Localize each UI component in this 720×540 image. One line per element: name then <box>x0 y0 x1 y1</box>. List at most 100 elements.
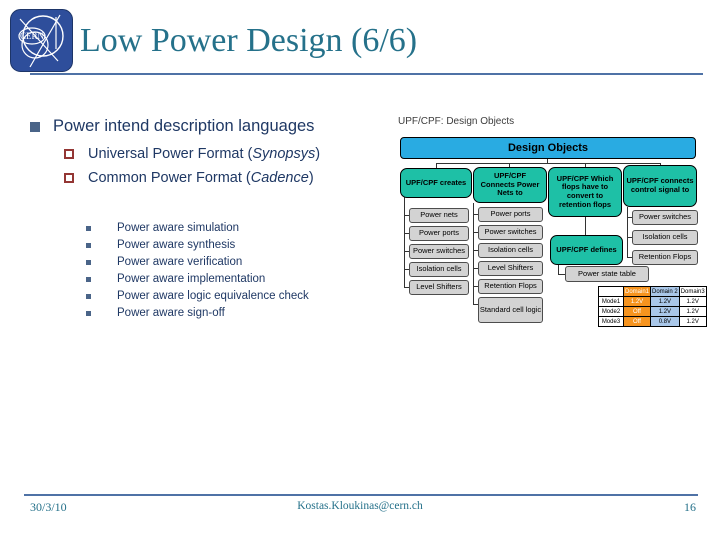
table-header-cell: Domain 2 <box>650 286 680 297</box>
connector-line <box>436 163 437 171</box>
table-row: Mode1 1.2V 1.2V 1.2V <box>598 296 707 307</box>
diagram-leaf-node: Level Shifters <box>409 280 469 295</box>
connector-line <box>627 237 632 238</box>
diagram-leaf-node: Level Shifters <box>478 261 543 276</box>
connector-line <box>404 251 409 252</box>
connector-line <box>404 197 405 288</box>
diagram-parent-node: UPF/CPF connects control signal to <box>623 165 697 207</box>
bullet-level1: Power intend description languages <box>30 117 314 136</box>
square-bullet-icon <box>86 259 91 265</box>
diagram-leaf-node: Power switches <box>478 225 543 240</box>
bullet-level3: Power aware implementation <box>86 273 265 285</box>
table-cell: Off <box>622 316 652 327</box>
table-header-cell: Domain1 <box>622 286 652 297</box>
bullet-text: Power aware logic equivalence check <box>117 290 309 302</box>
diagram-root-node: Design Objects <box>400 137 696 159</box>
bullet-level3: Power aware sign-off <box>86 307 225 319</box>
connector-line <box>404 287 409 288</box>
footer-email: Kostas.Kloukinas@cern.ch <box>297 500 423 512</box>
diagram-leaf-node: Retention Flops <box>632 250 698 265</box>
connector-line <box>473 203 474 304</box>
connector-line <box>558 274 565 275</box>
table-row: Mode2 Off 1.2V 1.2V <box>598 306 707 317</box>
diagram-leaf-node: Power ports <box>409 226 469 241</box>
table-cell: Off <box>622 306 652 317</box>
connector-line <box>473 250 478 251</box>
diagram-parent-node: UPF/CPF Which flops have to convert to r… <box>548 167 622 217</box>
connector-line <box>436 163 661 164</box>
table-cell: 0.8V <box>650 316 680 327</box>
upf-cpf-diagram: UPF/CPF: Design Objects Design Obj <box>396 116 710 332</box>
connector-line <box>473 214 478 215</box>
footer-page-number: 16 <box>684 500 696 514</box>
diagram-leaf-node: Standard cell logic <box>478 297 543 323</box>
table-row: Domain1 Domain 2 Domain3 <box>598 286 707 297</box>
logo-text: CERN <box>20 31 45 41</box>
table-row-label: Mode3 <box>598 316 624 327</box>
bullet-text: Power aware verification <box>117 256 243 268</box>
diagram-caption: UPF/CPF: Design Objects <box>398 116 515 127</box>
table-row-label: Mode1 <box>598 296 624 307</box>
hollow-square-bullet-icon <box>64 173 74 183</box>
table-row: Mode3 Off 0.8V 1.2V <box>598 316 707 327</box>
connector-line <box>473 268 478 269</box>
diagram-parent-node: UPF/CPF creates <box>400 168 472 198</box>
footer-date: 30/3/10 <box>30 500 67 514</box>
square-bullet-icon <box>30 121 40 132</box>
bullet-level3: Power aware synthesis <box>86 239 235 251</box>
square-bullet-icon <box>86 276 91 282</box>
hollow-square-bullet-icon <box>64 149 74 159</box>
connector-line <box>585 217 586 235</box>
diagram-parent-node: UPF/CPF Connects Power Nets to <box>473 167 547 203</box>
connector-line <box>627 217 632 218</box>
square-bullet-icon <box>86 293 91 299</box>
power-state-table: Domain1 Domain 2 Domain3 Mode1 1.2V 1.2V… <box>598 286 707 327</box>
title-divider <box>30 73 703 75</box>
diagram-leaf-node: Power switches <box>409 244 469 259</box>
diagram-leaf-node: Power ports <box>478 207 543 222</box>
bullet-text: Universal Power Format (Synopsys) <box>88 146 321 162</box>
footer-divider <box>24 494 698 496</box>
table-row-label: Mode2 <box>598 306 624 317</box>
bullet-text: Power intend description languages <box>53 117 315 135</box>
table-cell: 1.2V <box>622 296 652 307</box>
table-header-cell <box>598 286 624 297</box>
diagram-defines-node: UPF/CPF defines <box>550 235 623 265</box>
bullet-text: Power aware synthesis <box>117 239 236 251</box>
table-cell: 1.2V <box>678 296 707 307</box>
connector-line <box>473 304 478 305</box>
diagram-leaf-node: Retention Flops <box>478 279 543 294</box>
square-bullet-icon <box>86 242 91 248</box>
bullet-level3: Power aware verification <box>86 256 242 268</box>
diagram-leaf-node: Isolation cells <box>409 262 469 277</box>
bullet-text: Common Power Format (Cadence) <box>88 170 314 186</box>
connector-line <box>473 286 478 287</box>
square-bullet-icon <box>86 225 91 231</box>
connector-line <box>404 215 409 216</box>
diagram-leaf-node: Isolation cells <box>632 230 698 245</box>
power-state-table-node: Power state table <box>565 266 649 282</box>
diagram-leaf-node: Isolation cells <box>478 243 543 258</box>
slide-title: Low Power Design (6/6) <box>80 22 418 59</box>
bullet-text: Power aware simulation <box>117 222 240 234</box>
connector-line <box>404 233 409 234</box>
connector-line <box>558 265 559 274</box>
connector-line <box>473 232 478 233</box>
bullet-level2: Common Power Format (Cadence) <box>64 170 314 186</box>
table-cell: 1.2V <box>678 316 707 327</box>
cern-logo-icon: CERN <box>10 9 73 72</box>
table-header-cell: Domain3 <box>678 286 707 297</box>
bullet-text: Power aware implementation <box>117 273 266 285</box>
table-cell: 1.2V <box>678 306 707 317</box>
diagram-leaf-node: Power nets <box>409 208 469 223</box>
connector-line <box>627 257 632 258</box>
square-bullet-icon <box>86 310 91 316</box>
bullet-level3: Power aware logic equivalence check <box>86 290 309 302</box>
table-cell: 1.2V <box>650 306 680 317</box>
bullet-level3: Power aware simulation <box>86 222 239 234</box>
bullet-level2: Universal Power Format (Synopsys) <box>64 146 320 162</box>
connector-line <box>627 207 628 257</box>
bullet-text: Power aware sign-off <box>117 307 225 319</box>
table-cell: 1.2V <box>650 296 680 307</box>
